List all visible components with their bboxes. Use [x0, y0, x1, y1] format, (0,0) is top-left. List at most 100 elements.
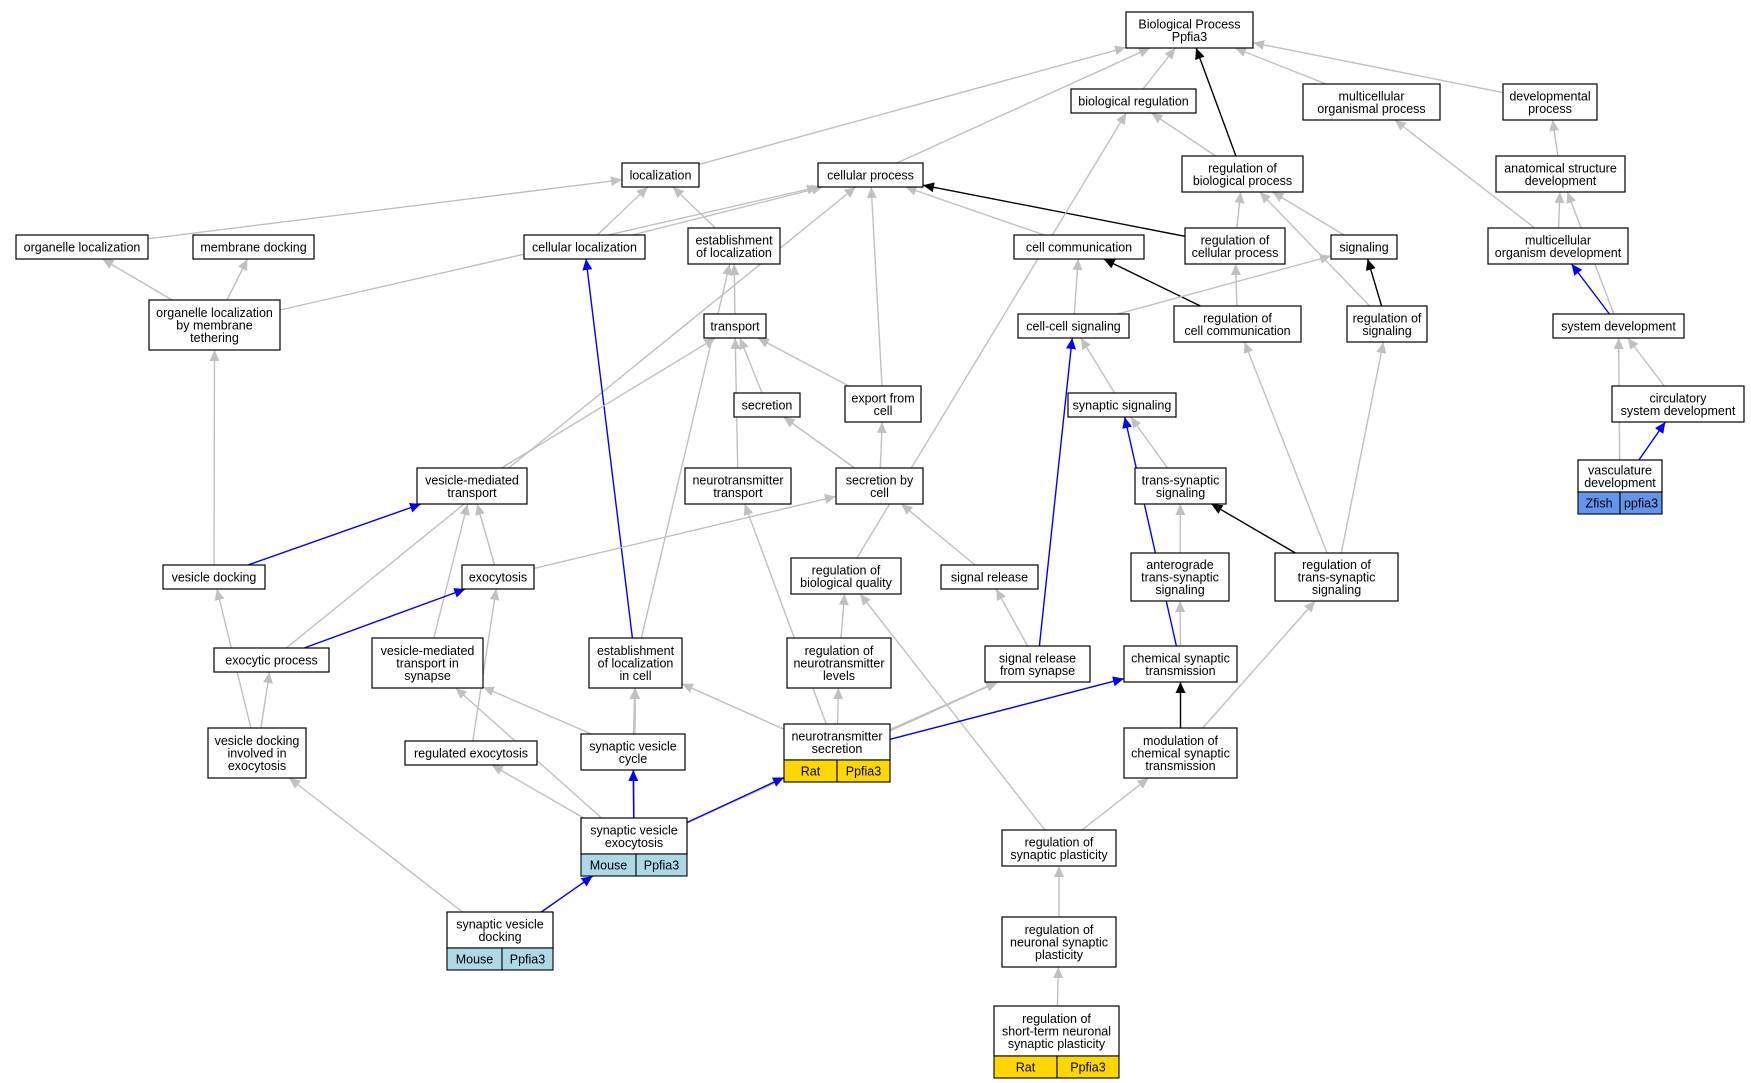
- go-term-node-regexo[interactable]: regulated exocytosis: [404, 740, 538, 766]
- node-label-line: by membrane: [176, 319, 252, 333]
- node-label-line: cell-cell signaling: [1026, 320, 1121, 334]
- node-box: [1330, 234, 1398, 260]
- edge-orgloc-to-loc: [147, 176, 623, 240]
- node-label-line: establishment: [695, 233, 773, 247]
- node-label-line: vesicle docking: [172, 571, 257, 585]
- go-term-node-exoproc[interactable]: exocytic process: [213, 647, 330, 673]
- edge-vmt-to-transport: [501, 337, 716, 469]
- edge-svexo-to-regexo: [491, 764, 585, 819]
- node-label-line: chemical synaptic: [1131, 747, 1230, 761]
- edge-vascdev-to-circdev: [1638, 421, 1666, 461]
- node-box: [1001, 916, 1117, 968]
- node-label-line: exocytosis: [228, 759, 286, 773]
- go-term-node-sigrel[interactable]: signal release: [940, 564, 1039, 590]
- go-term-node-transport[interactable]: transport: [703, 313, 767, 339]
- gene-cell: [635, 853, 688, 877]
- node-label-line: trans-synaptic: [1141, 571, 1219, 585]
- edge-vesdock-to-vmt: [247, 502, 422, 566]
- node-box: [940, 564, 1039, 590]
- edge-svexo-to-ntsec: [686, 776, 785, 824]
- node-label-line: localization: [630, 169, 692, 183]
- go-term-node-synsig[interactable]: synaptic signaling: [1067, 392, 1177, 418]
- node-box: [621, 162, 700, 188]
- node-label-line: multicellular: [1339, 89, 1405, 103]
- node-box: [523, 234, 646, 260]
- node-box: [1125, 11, 1254, 49]
- node-label-line: signaling: [1312, 583, 1361, 597]
- node-box: [588, 637, 683, 689]
- node-label-line: transport: [710, 320, 760, 334]
- edge-svdock-to-vdie: [288, 777, 463, 913]
- go-term-node-loc[interactable]: localization: [621, 162, 700, 188]
- node-label-line: export from: [851, 391, 914, 405]
- go-term-node-exocytosis[interactable]: exocytosis: [461, 564, 535, 590]
- go-term-node-sysdev[interactable]: system development: [1552, 313, 1685, 339]
- node-box: [1302, 83, 1441, 121]
- go-term-node-orgloc[interactable]: organelle localization: [15, 234, 149, 260]
- go-term-node-ccsig[interactable]: cell-cell signaling: [1017, 313, 1130, 339]
- go-term-node-vesdock[interactable]: vesicle docking: [162, 564, 266, 590]
- go-term-node-bioreg[interactable]: biological regulation: [1070, 88, 1197, 114]
- go-term-node-signaling[interactable]: signaling: [1330, 234, 1398, 260]
- node-box: [817, 162, 924, 188]
- go-term-node-memdock[interactable]: membrane docking: [192, 234, 315, 260]
- node-box: [162, 564, 266, 590]
- go-term-node-secretion[interactable]: secretion: [733, 392, 801, 418]
- node-label-line: signaling: [1156, 486, 1205, 500]
- node-box: [207, 727, 307, 779]
- node-label-line: Biological Process: [1138, 17, 1240, 31]
- node-label-line: synapse: [404, 669, 451, 683]
- node-label-line: cycle: [619, 752, 648, 766]
- edge-regtss-to-regcc: [1243, 341, 1328, 554]
- node-box: [1017, 313, 1130, 339]
- node-label-line: synaptic signaling: [1073, 399, 1172, 413]
- species-label: Rat: [801, 765, 821, 779]
- go-term-node-cellloc[interactable]: cellular localization: [523, 234, 646, 260]
- node-label-line: neurotransmitter: [692, 473, 783, 487]
- edge-tss-to-synsig: [1130, 416, 1169, 469]
- go-term-node-cellp[interactable]: cellular process: [817, 162, 924, 188]
- edge-svexo-to-svc: [628, 769, 639, 819]
- go-term-node-cellcomm[interactable]: cell communication: [1013, 234, 1145, 260]
- node-label-line: exocytic process: [225, 654, 317, 668]
- edge-asd-to-devp: [1549, 119, 1560, 157]
- node-label-line: regulation of: [812, 563, 881, 577]
- edge-ntsec-to-regntl: [833, 687, 844, 725]
